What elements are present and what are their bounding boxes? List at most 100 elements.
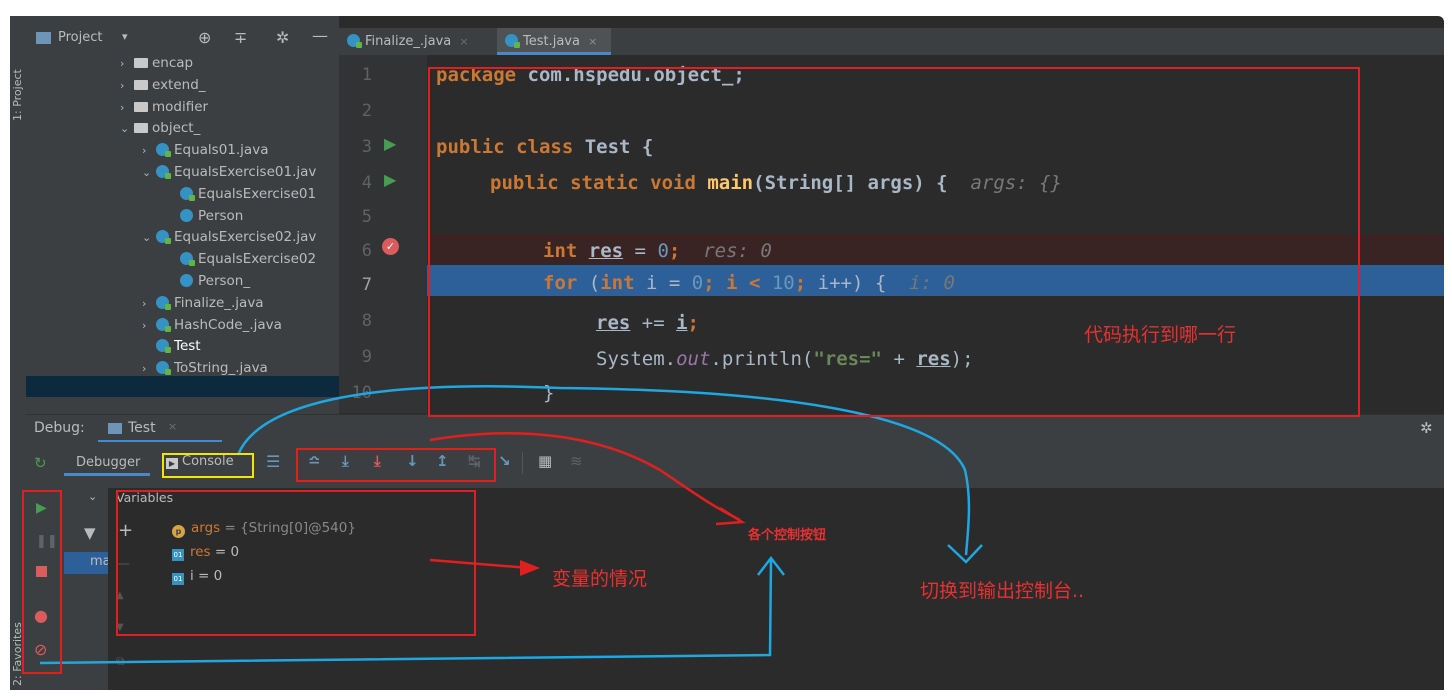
java-class-icon xyxy=(156,339,171,354)
code-line-4: public static void main(String[] args) {… xyxy=(490,172,1062,194)
tree-file-item[interactable]: ›HashCode_.java xyxy=(142,314,282,336)
tree-file-item[interactable]: ⌄ EqualsExercise01.jav xyxy=(142,161,316,183)
step-out-icon[interactable]: ↥ xyxy=(436,452,449,470)
project-view-selector[interactable]: Project xyxy=(58,30,103,45)
chevron-down-icon[interactable]: ⌄ xyxy=(120,122,130,136)
tree-file-item[interactable]: ⌄EqualsExercise02.jav xyxy=(142,226,316,248)
tab-console[interactable]: ▶Console xyxy=(166,454,234,469)
line-number: 9 xyxy=(361,347,372,367)
tree-file-item[interactable]: ›Equals01.java xyxy=(142,139,268,161)
close-icon[interactable]: × xyxy=(588,35,598,48)
tab-test-java[interactable]: Test.java × xyxy=(497,28,611,55)
variables-header: Variables xyxy=(116,490,174,505)
chevron-right-icon[interactable]: › xyxy=(120,78,125,92)
tree-file-item[interactable]: › ToString_.java xyxy=(142,357,268,379)
chevron-right-icon[interactable]: › xyxy=(120,57,125,70)
tree-item-label: ToString_.java xyxy=(174,360,268,377)
gear-icon[interactable]: ✲ xyxy=(1420,419,1433,437)
chevron-right-icon[interactable]: › xyxy=(142,296,147,310)
tab-finalize-java[interactable]: Finalize_.java × xyxy=(347,28,469,55)
java-class-icon xyxy=(180,274,193,287)
tree-folder-item[interactable]: › extend_ xyxy=(120,74,206,96)
java-class-icon xyxy=(156,165,171,179)
force-step-into-icon[interactable]: ↓ xyxy=(406,452,419,470)
run-to-cursor-icon[interactable]: ↘ xyxy=(498,452,511,470)
rerun-icon[interactable]: ↻ xyxy=(34,454,47,472)
chevron-down-icon[interactable]: ⌄ xyxy=(142,231,152,245)
arrowhead xyxy=(520,560,540,576)
annotation-console: 切换到输出控制台.. xyxy=(920,580,1085,602)
code-line-7: for (int i = 0; i < 10; i++) { i: 0 xyxy=(543,272,955,294)
move-down-icon[interactable]: ▼ xyxy=(116,622,124,633)
tree-item-label: EqualsExercise01.jav xyxy=(174,164,317,180)
tree-file-item[interactable]: Test xyxy=(142,335,201,357)
run-icon[interactable]: ▶ xyxy=(384,170,397,189)
mute-breakpoints-icon[interactable]: ⊘ xyxy=(34,640,48,659)
resume-icon[interactable]: ▶ xyxy=(36,500,47,516)
parameter-icon: p xyxy=(172,525,185,538)
chevron-down-icon[interactable]: ⌄ xyxy=(88,490,98,503)
tree-file-item[interactable]: EqualsExercise02 xyxy=(166,248,316,270)
show-execution-point-icon[interactable]: ≏ xyxy=(308,452,321,470)
remove-watch-icon[interactable]: — xyxy=(116,556,130,572)
pause-icon[interactable]: ❚❚ xyxy=(36,534,58,549)
add-watch-icon[interactable]: + xyxy=(118,520,134,541)
chevron-down-icon[interactable]: ▾ xyxy=(122,30,128,43)
stop-icon[interactable] xyxy=(36,566,47,577)
chevron-right-icon[interactable]: › xyxy=(142,318,147,332)
tab-debugger[interactable]: Debugger xyxy=(64,446,150,476)
code-highlight-box xyxy=(428,67,1360,417)
step-into-icon[interactable]: ⤓ xyxy=(374,452,381,470)
tree-file-item[interactable]: EqualsExercise01 xyxy=(166,183,316,205)
drop-frame-icon[interactable]: ↹ xyxy=(468,452,481,470)
tree-folder-item[interactable]: ›encap xyxy=(120,52,193,74)
tree-selection-highlight xyxy=(26,376,339,397)
line-number: 7 xyxy=(361,275,372,295)
view-breakpoints-icon[interactable]: ● xyxy=(34,606,48,625)
tree-file-item[interactable]: ›Finalize_.java xyxy=(142,292,264,314)
chevron-right-icon[interactable]: › xyxy=(120,100,125,114)
annotation-variables: 变量的情况 xyxy=(552,568,648,590)
tree-folder-item[interactable]: ⌄object_ xyxy=(120,117,200,139)
java-class-icon xyxy=(156,361,171,376)
run-icon[interactable]: ▶ xyxy=(384,134,397,153)
folder-icon xyxy=(134,58,148,68)
console-icon: ▶ xyxy=(166,458,178,469)
tree-file-item[interactable]: Person_ xyxy=(166,270,250,292)
breakpoint-icon[interactable]: ✓ xyxy=(382,238,399,255)
line-number: 3 xyxy=(361,137,372,157)
tree-file-item[interactable]: Person xyxy=(166,205,243,227)
close-icon[interactable]: × xyxy=(168,420,178,433)
chevron-right-icon[interactable]: › xyxy=(142,144,147,158)
editor-gutter[interactable] xyxy=(339,55,427,413)
annotation-buttons: 各个控制按钮 xyxy=(748,528,827,543)
tree-item-label: extend_ xyxy=(152,76,206,93)
folder-icon xyxy=(134,79,148,90)
debug-run-tab[interactable]: Test × xyxy=(98,417,222,443)
filter-icon[interactable]: ▼ xyxy=(84,524,96,542)
red-arrows xyxy=(429,432,746,570)
step-over-icon[interactable]: ⤓ xyxy=(342,452,349,470)
line-number: 6 xyxy=(361,241,372,261)
arrowhead xyxy=(947,544,983,564)
code-line-9: System.out.println("res=" + res); xyxy=(596,348,974,370)
chevron-down-icon[interactable]: ⌄ xyxy=(142,166,152,179)
tree-folder-item[interactable]: ›modifier xyxy=(120,96,208,118)
layout-menu-icon[interactable]: ☰ xyxy=(266,452,281,471)
java-class-icon xyxy=(156,317,171,332)
chevron-right-icon[interactable]: › xyxy=(142,362,147,376)
minimize-icon[interactable]: — xyxy=(312,26,328,45)
collapse-all-icon[interactable]: ∓ xyxy=(234,28,248,47)
move-up-icon[interactable]: ▲ xyxy=(116,590,124,601)
evaluate-expression-icon[interactable]: ▦ xyxy=(538,452,553,470)
close-icon[interactable]: × xyxy=(459,35,469,48)
tree-item-label: EqualsExercise02 xyxy=(198,251,317,268)
locate-icon[interactable]: ⊕ xyxy=(198,28,212,47)
code-line-3: public class Test { xyxy=(436,136,654,158)
trace-icon[interactable]: ≋ xyxy=(570,452,583,470)
gear-icon[interactable]: ✲ xyxy=(276,28,290,47)
